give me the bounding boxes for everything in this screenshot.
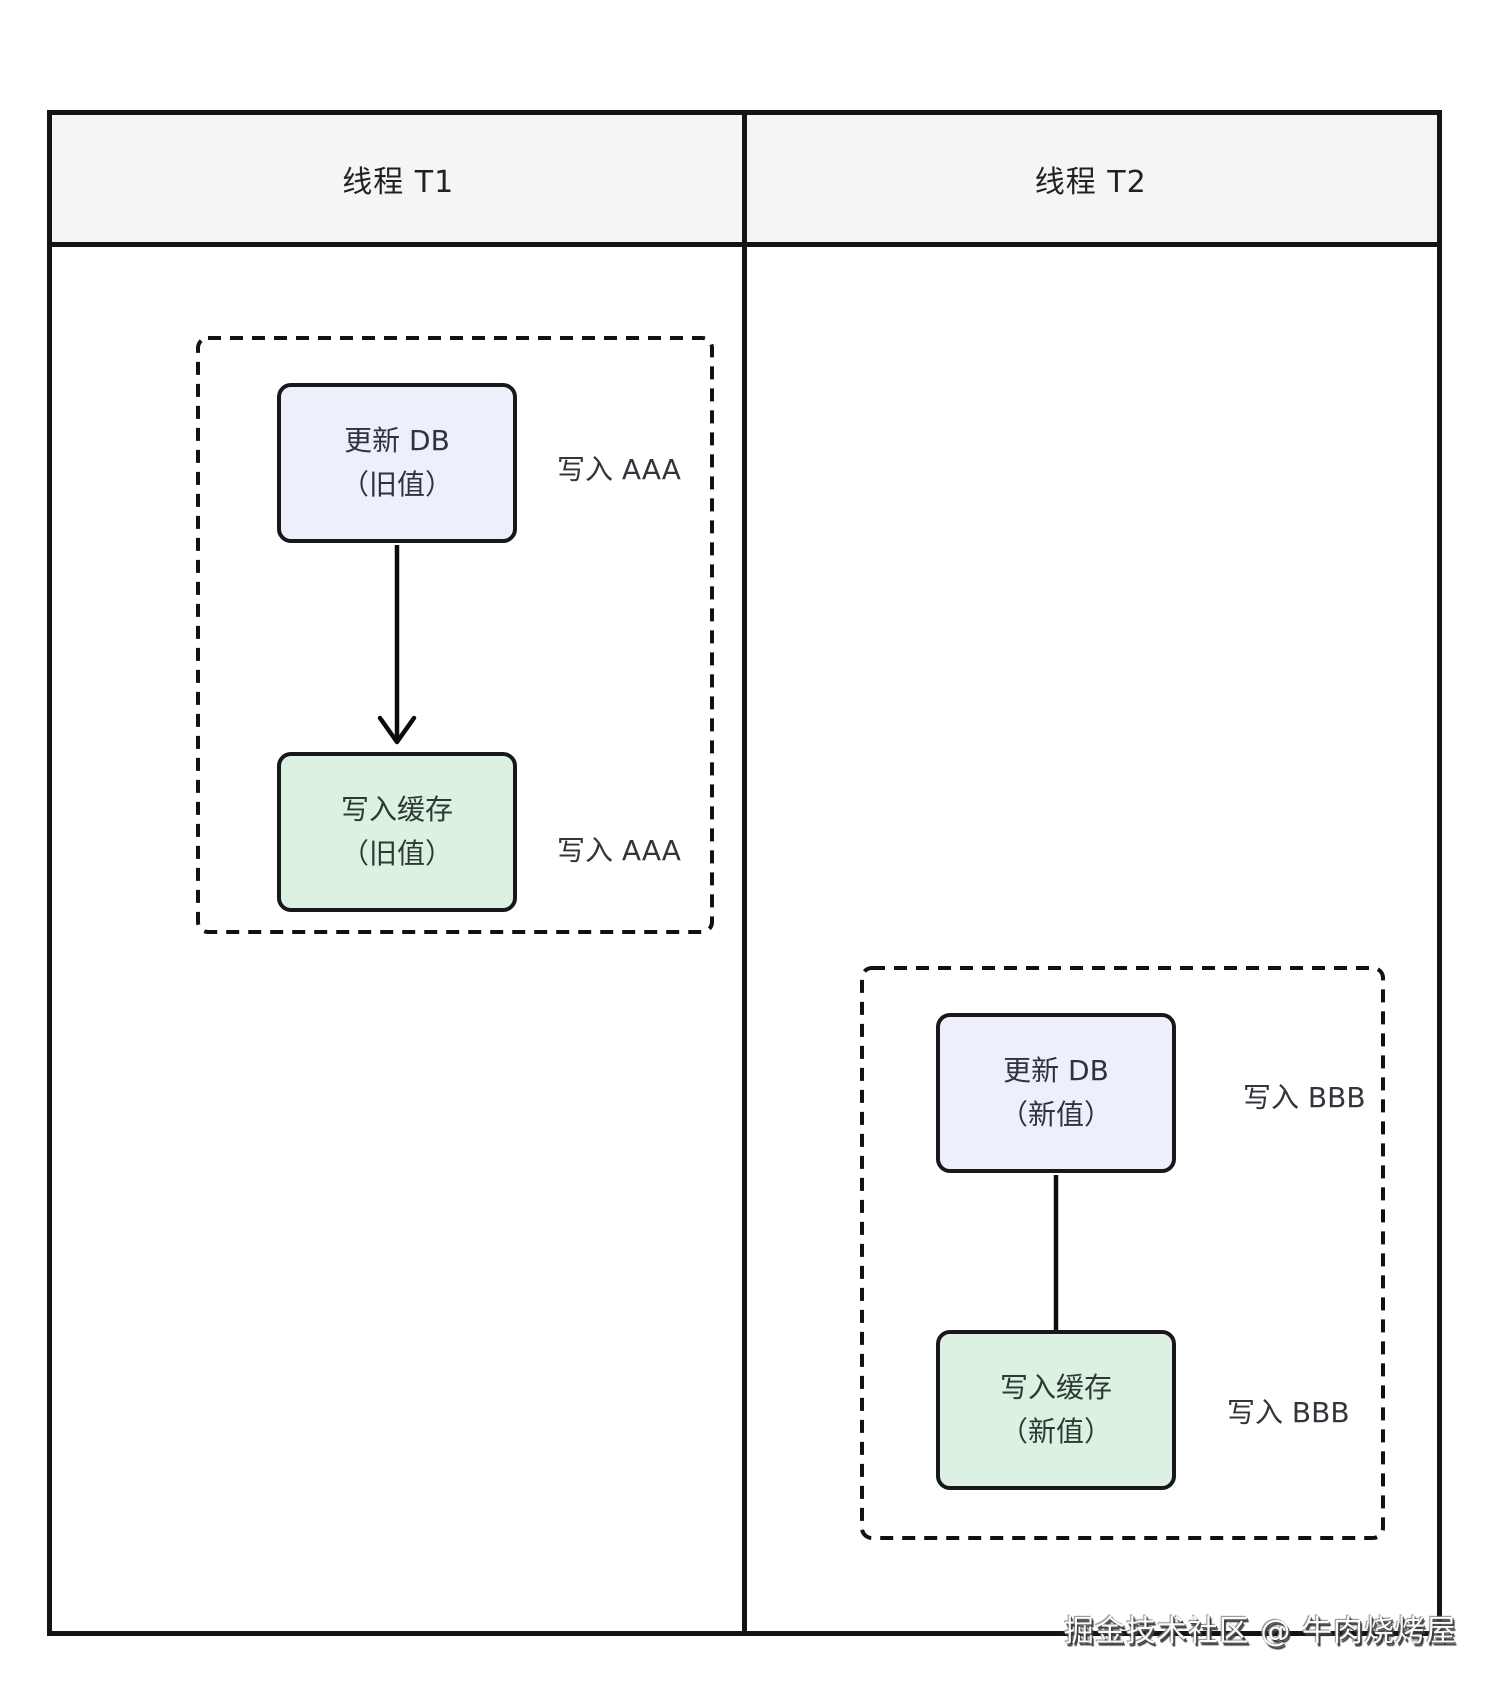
node-subtitle: （新值） xyxy=(999,1098,1112,1131)
node-title: 写入缓存 xyxy=(340,793,453,826)
flow-node-write-cache-old: 写入缓存 （旧值） xyxy=(277,752,517,912)
flow-node-update-db-old: 更新 DB （旧值） xyxy=(277,383,517,543)
annotation-write-bbb-cache: 写入 BBB xyxy=(1227,1396,1350,1429)
column-header-thread-t2: 线程 T2 xyxy=(745,115,1438,242)
flow-node-update-db-new: 更新 DB （新值） xyxy=(936,1013,1176,1173)
node-title: 更新 DB xyxy=(1003,1054,1109,1087)
watermark-text: 掘金技术社区 @ 牛肉烧烤屋 xyxy=(1063,1614,1457,1649)
annotation-write-aaa-cache: 写入 AAA xyxy=(557,834,681,867)
annotation-write-aaa-db: 写入 AAA xyxy=(557,453,681,486)
annotation-write-bbb-db: 写入 BBB xyxy=(1243,1081,1366,1114)
column-header-label: 线程 T1 xyxy=(342,164,455,200)
flow-arrow-down-icon xyxy=(377,545,417,745)
flow-node-write-cache-new: 写入缓存 （新值） xyxy=(936,1330,1176,1490)
node-subtitle: （旧值） xyxy=(340,468,453,501)
transaction-group-t1-border xyxy=(196,336,714,934)
node-title: 更新 DB xyxy=(344,424,450,457)
column-header-thread-t1: 线程 T1 xyxy=(52,115,745,242)
node-subtitle: （新值） xyxy=(999,1415,1112,1448)
transaction-group-t2-border xyxy=(860,966,1385,1540)
column-divider xyxy=(742,110,747,1636)
node-title: 写入缓存 xyxy=(999,1371,1112,1404)
node-subtitle: （旧值） xyxy=(340,837,453,870)
column-header-label: 线程 T2 xyxy=(1034,164,1147,200)
